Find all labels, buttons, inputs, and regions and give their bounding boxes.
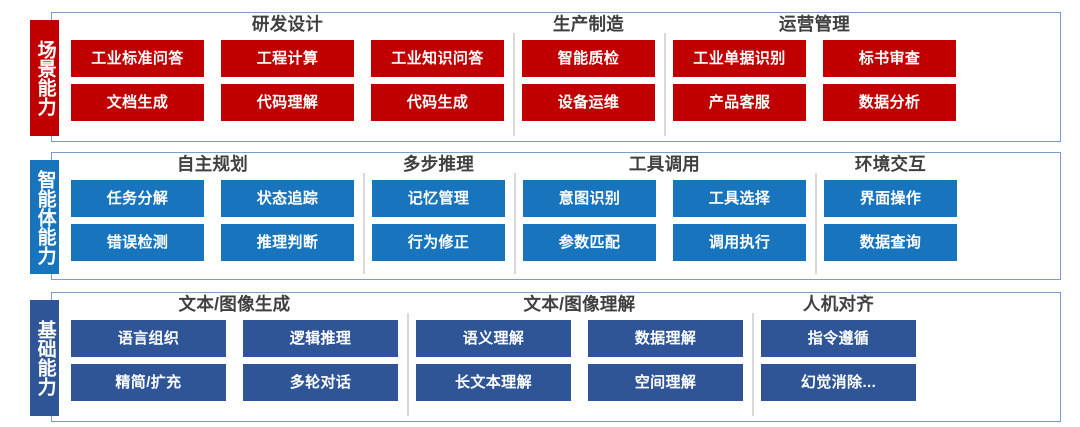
capability-cell[interactable]: 工业单据识别 bbox=[673, 40, 806, 77]
cell-row: 幻觉消除... bbox=[761, 364, 916, 401]
group-rows: 界面操作 数据查询 bbox=[824, 177, 957, 261]
capability-cell[interactable]: 工程计算 bbox=[221, 40, 354, 77]
group-rows: 指令遵循 幻觉消除... bbox=[761, 317, 916, 401]
cell-row: 设备运维 bbox=[522, 84, 655, 121]
group-human-ai-alignment: 人机对齐 指令遵循 幻觉消除... bbox=[752, 292, 925, 422]
cell-row: 工业标准问答 工程计算 工业知识问答 bbox=[71, 40, 504, 77]
capability-cell[interactable]: 精简/扩充 bbox=[71, 364, 226, 401]
group-text-image-generation: 文本/图像生成 语言组织 逻辑推理 精简/扩充 多轮对话 bbox=[62, 292, 407, 422]
group-operations: 运营管理 工业单据识别 标书审查 产品客服 数据分析 bbox=[664, 12, 965, 142]
capability-cell[interactable]: 多轮对话 bbox=[243, 364, 398, 401]
group-tool-invocation: 工具调用 意图识别 工具选择 参数匹配 调用执行 bbox=[514, 152, 815, 280]
band-tab-label: 基础能力 bbox=[34, 320, 56, 396]
cell-row: 任务分解 状态追踪 bbox=[71, 180, 354, 217]
group-rows: 工业单据识别 标书审查 产品客服 数据分析 bbox=[673, 37, 956, 121]
group-rows: 记忆管理 行为修正 bbox=[372, 177, 505, 261]
cell-row: 长文本理解 空间理解 bbox=[416, 364, 743, 401]
capability-cell[interactable]: 文档生成 bbox=[71, 84, 204, 121]
group-autonomous-planning: 自主规划 任务分解 状态追踪 错误检测 推理判断 bbox=[62, 152, 363, 280]
capability-cell[interactable]: 逻辑推理 bbox=[243, 320, 398, 357]
band-agent: 智能体能力 自主规划 任务分解 状态追踪 错误检测 推理判断 多步推理 bbox=[0, 148, 1080, 282]
cell-row: 错误检测 推理判断 bbox=[71, 224, 354, 261]
capability-cell[interactable]: 语言组织 bbox=[71, 320, 226, 357]
capability-cell[interactable]: 数据查询 bbox=[824, 224, 957, 261]
capability-cell[interactable]: 状态追踪 bbox=[221, 180, 354, 217]
group-title: 环境交互 bbox=[854, 154, 927, 174]
group-rows: 语言组织 逻辑推理 精简/扩充 多轮对话 bbox=[71, 317, 398, 401]
capability-cell[interactable]: 参数匹配 bbox=[523, 224, 656, 261]
cell-row: 参数匹配 调用执行 bbox=[523, 224, 806, 261]
capability-cell[interactable]: 代码生成 bbox=[371, 84, 504, 121]
capability-cell[interactable]: 意图识别 bbox=[523, 180, 656, 217]
group-title: 文本/图像理解 bbox=[523, 294, 636, 314]
capability-cell[interactable]: 行为修正 bbox=[372, 224, 505, 261]
group-environment-interaction: 环境交互 界面操作 数据查询 bbox=[815, 152, 966, 280]
capability-cell[interactable]: 指令遵循 bbox=[761, 320, 916, 357]
group-rows: 意图识别 工具选择 参数匹配 调用执行 bbox=[523, 177, 806, 261]
band-foundation: 基础能力 文本/图像生成 语言组织 逻辑推理 精简/扩充 多轮对话 文本/图像理… bbox=[0, 288, 1080, 424]
cell-row: 记忆管理 bbox=[372, 180, 505, 217]
band-tab-label: 场景能力 bbox=[34, 40, 56, 116]
capability-cell[interactable]: 记忆管理 bbox=[372, 180, 505, 217]
capability-cell[interactable]: 错误检测 bbox=[71, 224, 204, 261]
group-title: 文本/图像生成 bbox=[178, 294, 291, 314]
capability-cell[interactable]: 语义理解 bbox=[416, 320, 571, 357]
group-container: 研发设计 工业标准问答 工程计算 工业知识问答 文档生成 代码理解 代码生成 生… bbox=[62, 12, 1058, 142]
cell-row: 工业单据识别 标书审查 bbox=[673, 40, 956, 77]
band-scenario: 场景能力 研发设计 工业标准问答 工程计算 工业知识问答 文档生成 代码理解 代… bbox=[0, 8, 1080, 144]
cell-row: 语言组织 逻辑推理 bbox=[71, 320, 398, 357]
capability-cell[interactable]: 智能质检 bbox=[522, 40, 655, 77]
band-tab-foundation: 基础能力 bbox=[30, 300, 59, 416]
capability-cell[interactable]: 任务分解 bbox=[71, 180, 204, 217]
cell-row: 数据查询 bbox=[824, 224, 957, 261]
band-tab-scenario: 场景能力 bbox=[30, 20, 59, 136]
band-tab-agent: 智能体能力 bbox=[30, 160, 59, 274]
capability-cell[interactable]: 代码理解 bbox=[221, 84, 354, 121]
group-title: 人机对齐 bbox=[802, 294, 875, 314]
cell-row: 行为修正 bbox=[372, 224, 505, 261]
group-title: 生产制造 bbox=[552, 14, 625, 34]
cell-row: 意图识别 工具选择 bbox=[523, 180, 806, 217]
group-title: 研发设计 bbox=[251, 14, 324, 34]
capability-cell[interactable]: 工业知识问答 bbox=[371, 40, 504, 77]
capability-cell[interactable]: 标书审查 bbox=[823, 40, 956, 77]
group-title: 多步推理 bbox=[402, 154, 475, 174]
cell-row: 语义理解 数据理解 bbox=[416, 320, 743, 357]
group-title: 工具调用 bbox=[628, 154, 701, 174]
group-rows: 智能质检 设备运维 bbox=[522, 37, 655, 121]
capability-cell[interactable]: 设备运维 bbox=[522, 84, 655, 121]
capability-cell[interactable]: 推理判断 bbox=[221, 224, 354, 261]
group-title: 运营管理 bbox=[778, 14, 851, 34]
capability-cell[interactable]: 产品客服 bbox=[673, 84, 806, 121]
cell-row: 精简/扩充 多轮对话 bbox=[71, 364, 398, 401]
capability-cell[interactable]: 幻觉消除... bbox=[761, 364, 916, 401]
cell-row: 界面操作 bbox=[824, 180, 957, 217]
cell-row: 指令遵循 bbox=[761, 320, 916, 357]
capability-cell[interactable]: 工业标准问答 bbox=[71, 40, 204, 77]
capability-cell[interactable]: 长文本理解 bbox=[416, 364, 571, 401]
group-container: 文本/图像生成 语言组织 逻辑推理 精简/扩充 多轮对话 文本/图像理解 bbox=[62, 292, 1058, 422]
capability-cell[interactable]: 调用执行 bbox=[673, 224, 806, 261]
group-text-image-understanding: 文本/图像理解 语义理解 数据理解 长文本理解 空间理解 bbox=[407, 292, 752, 422]
group-title: 自主规划 bbox=[176, 154, 249, 174]
capability-cell[interactable]: 数据分析 bbox=[823, 84, 956, 121]
group-multistep-reasoning: 多步推理 记忆管理 行为修正 bbox=[363, 152, 514, 280]
group-container: 自主规划 任务分解 状态追踪 错误检测 推理判断 多步推理 记忆管理 bbox=[62, 152, 1058, 280]
group-production: 生产制造 智能质检 设备运维 bbox=[513, 12, 664, 142]
cell-row: 产品客服 数据分析 bbox=[673, 84, 956, 121]
group-rd-design: 研发设计 工业标准问答 工程计算 工业知识问答 文档生成 代码理解 代码生成 bbox=[62, 12, 513, 142]
cell-row: 文档生成 代码理解 代码生成 bbox=[71, 84, 504, 121]
group-rows: 工业标准问答 工程计算 工业知识问答 文档生成 代码理解 代码生成 bbox=[71, 37, 504, 121]
capability-cell[interactable]: 工具选择 bbox=[673, 180, 806, 217]
cell-row: 智能质检 bbox=[522, 40, 655, 77]
group-rows: 语义理解 数据理解 长文本理解 空间理解 bbox=[416, 317, 743, 401]
capability-cell[interactable]: 界面操作 bbox=[824, 180, 957, 217]
capability-cell[interactable]: 数据理解 bbox=[588, 320, 743, 357]
capability-cell[interactable]: 空间理解 bbox=[588, 364, 743, 401]
band-tab-label: 智能体能力 bbox=[34, 169, 56, 265]
group-rows: 任务分解 状态追踪 错误检测 推理判断 bbox=[71, 177, 354, 261]
